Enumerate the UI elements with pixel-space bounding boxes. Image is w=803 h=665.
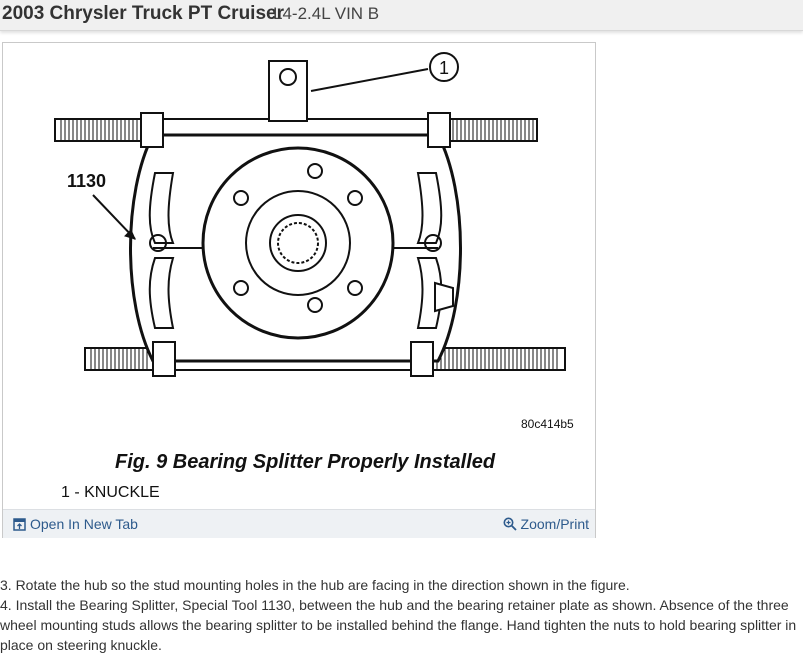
step-3-text: 3. Rotate the hub so the stud mounting h… (0, 577, 630, 593)
tool-label: 1130 (67, 171, 106, 191)
figure-card: 1 1130 80c414b5 Fig. 9 Bearing Splitter … (2, 42, 596, 538)
splitter-nuts (140, 112, 451, 377)
engine-subtitle: L4-2.4L VIN B (273, 4, 380, 23)
open-in-new-tab-label: Open In New Tab (30, 516, 138, 532)
figure-legend: 1 - KNUCKLE (61, 484, 160, 501)
knuckle-lug (268, 60, 308, 122)
magnifier-icon (503, 517, 517, 531)
zoom-print-link[interactable]: Zoom/Print (503, 516, 589, 532)
vehicle-model-title: 2003 Chrysler Truck PT Cruiser (2, 3, 284, 24)
zoom-print-label: Zoom/Print (520, 516, 589, 532)
figure-footer-bar: Open In New Tab Zoom/Print (3, 509, 595, 538)
wheel-hub (201, 146, 395, 340)
callout-1-text: 1 (439, 58, 449, 78)
callout-1-circle (429, 52, 459, 82)
open-in-new-tab-icon (13, 518, 26, 531)
bearing-splitter-illustration[interactable]: 1 1130 (3, 43, 595, 443)
procedure-steps: 3. Rotate the hub so the stud mounting h… (0, 575, 800, 655)
step-4-text: 4. Install the Bearing Splitter, Special… (0, 597, 797, 653)
open-in-new-tab-link[interactable]: Open In New Tab (13, 516, 138, 532)
image-code: 80c414b5 (521, 417, 574, 431)
page-header: 2003 Chrysler Truck PT Cruiser L4-2.4L V… (0, 0, 803, 31)
figure-caption: Fig. 9 Bearing Splitter Properly Install… (115, 451, 496, 473)
